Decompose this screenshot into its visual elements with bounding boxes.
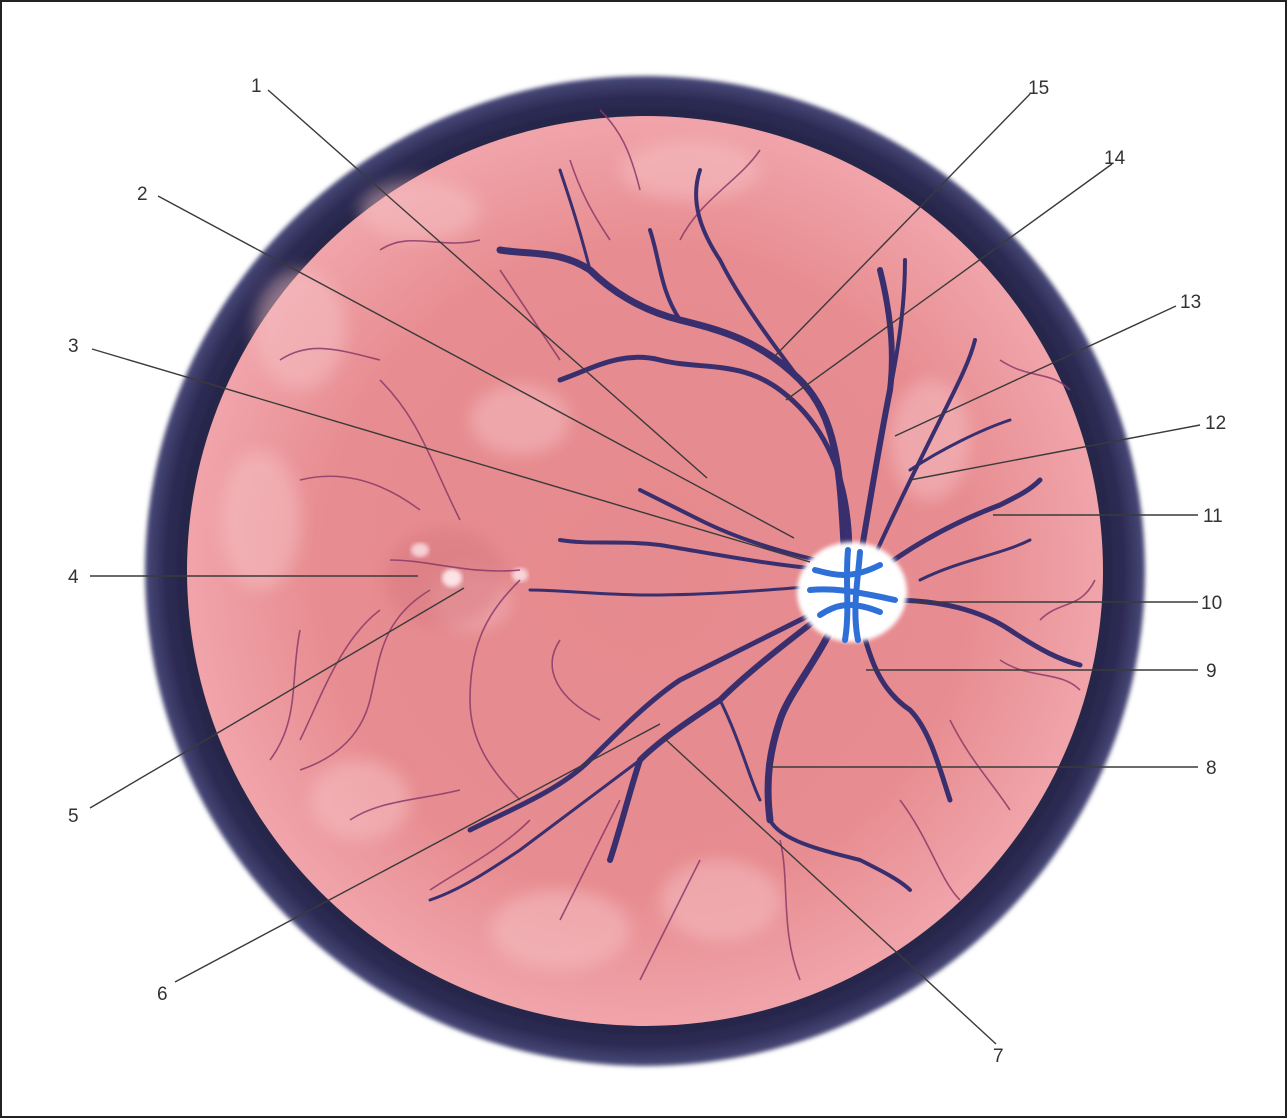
label-6: 6 <box>157 984 168 1005</box>
label-15: 15 <box>1028 78 1049 99</box>
label-7: 7 <box>993 1046 1004 1067</box>
label-8: 8 <box>1206 758 1217 779</box>
label-13: 13 <box>1180 292 1201 313</box>
fovea-reflex <box>442 569 462 587</box>
label-14: 14 <box>1104 148 1126 169</box>
label-2: 2 <box>137 184 148 205</box>
label-9: 9 <box>1206 661 1217 682</box>
label-10: 10 <box>1201 593 1222 614</box>
label-1: 1 <box>251 76 262 97</box>
macula-reflex <box>411 543 429 557</box>
label-5: 5 <box>68 806 79 827</box>
label-11: 11 <box>1203 506 1223 527</box>
label-4: 4 <box>68 567 79 588</box>
label-3: 3 <box>68 336 79 357</box>
label-12: 12 <box>1205 413 1226 434</box>
fundus <box>187 116 1103 1026</box>
optic-disc <box>797 542 907 642</box>
